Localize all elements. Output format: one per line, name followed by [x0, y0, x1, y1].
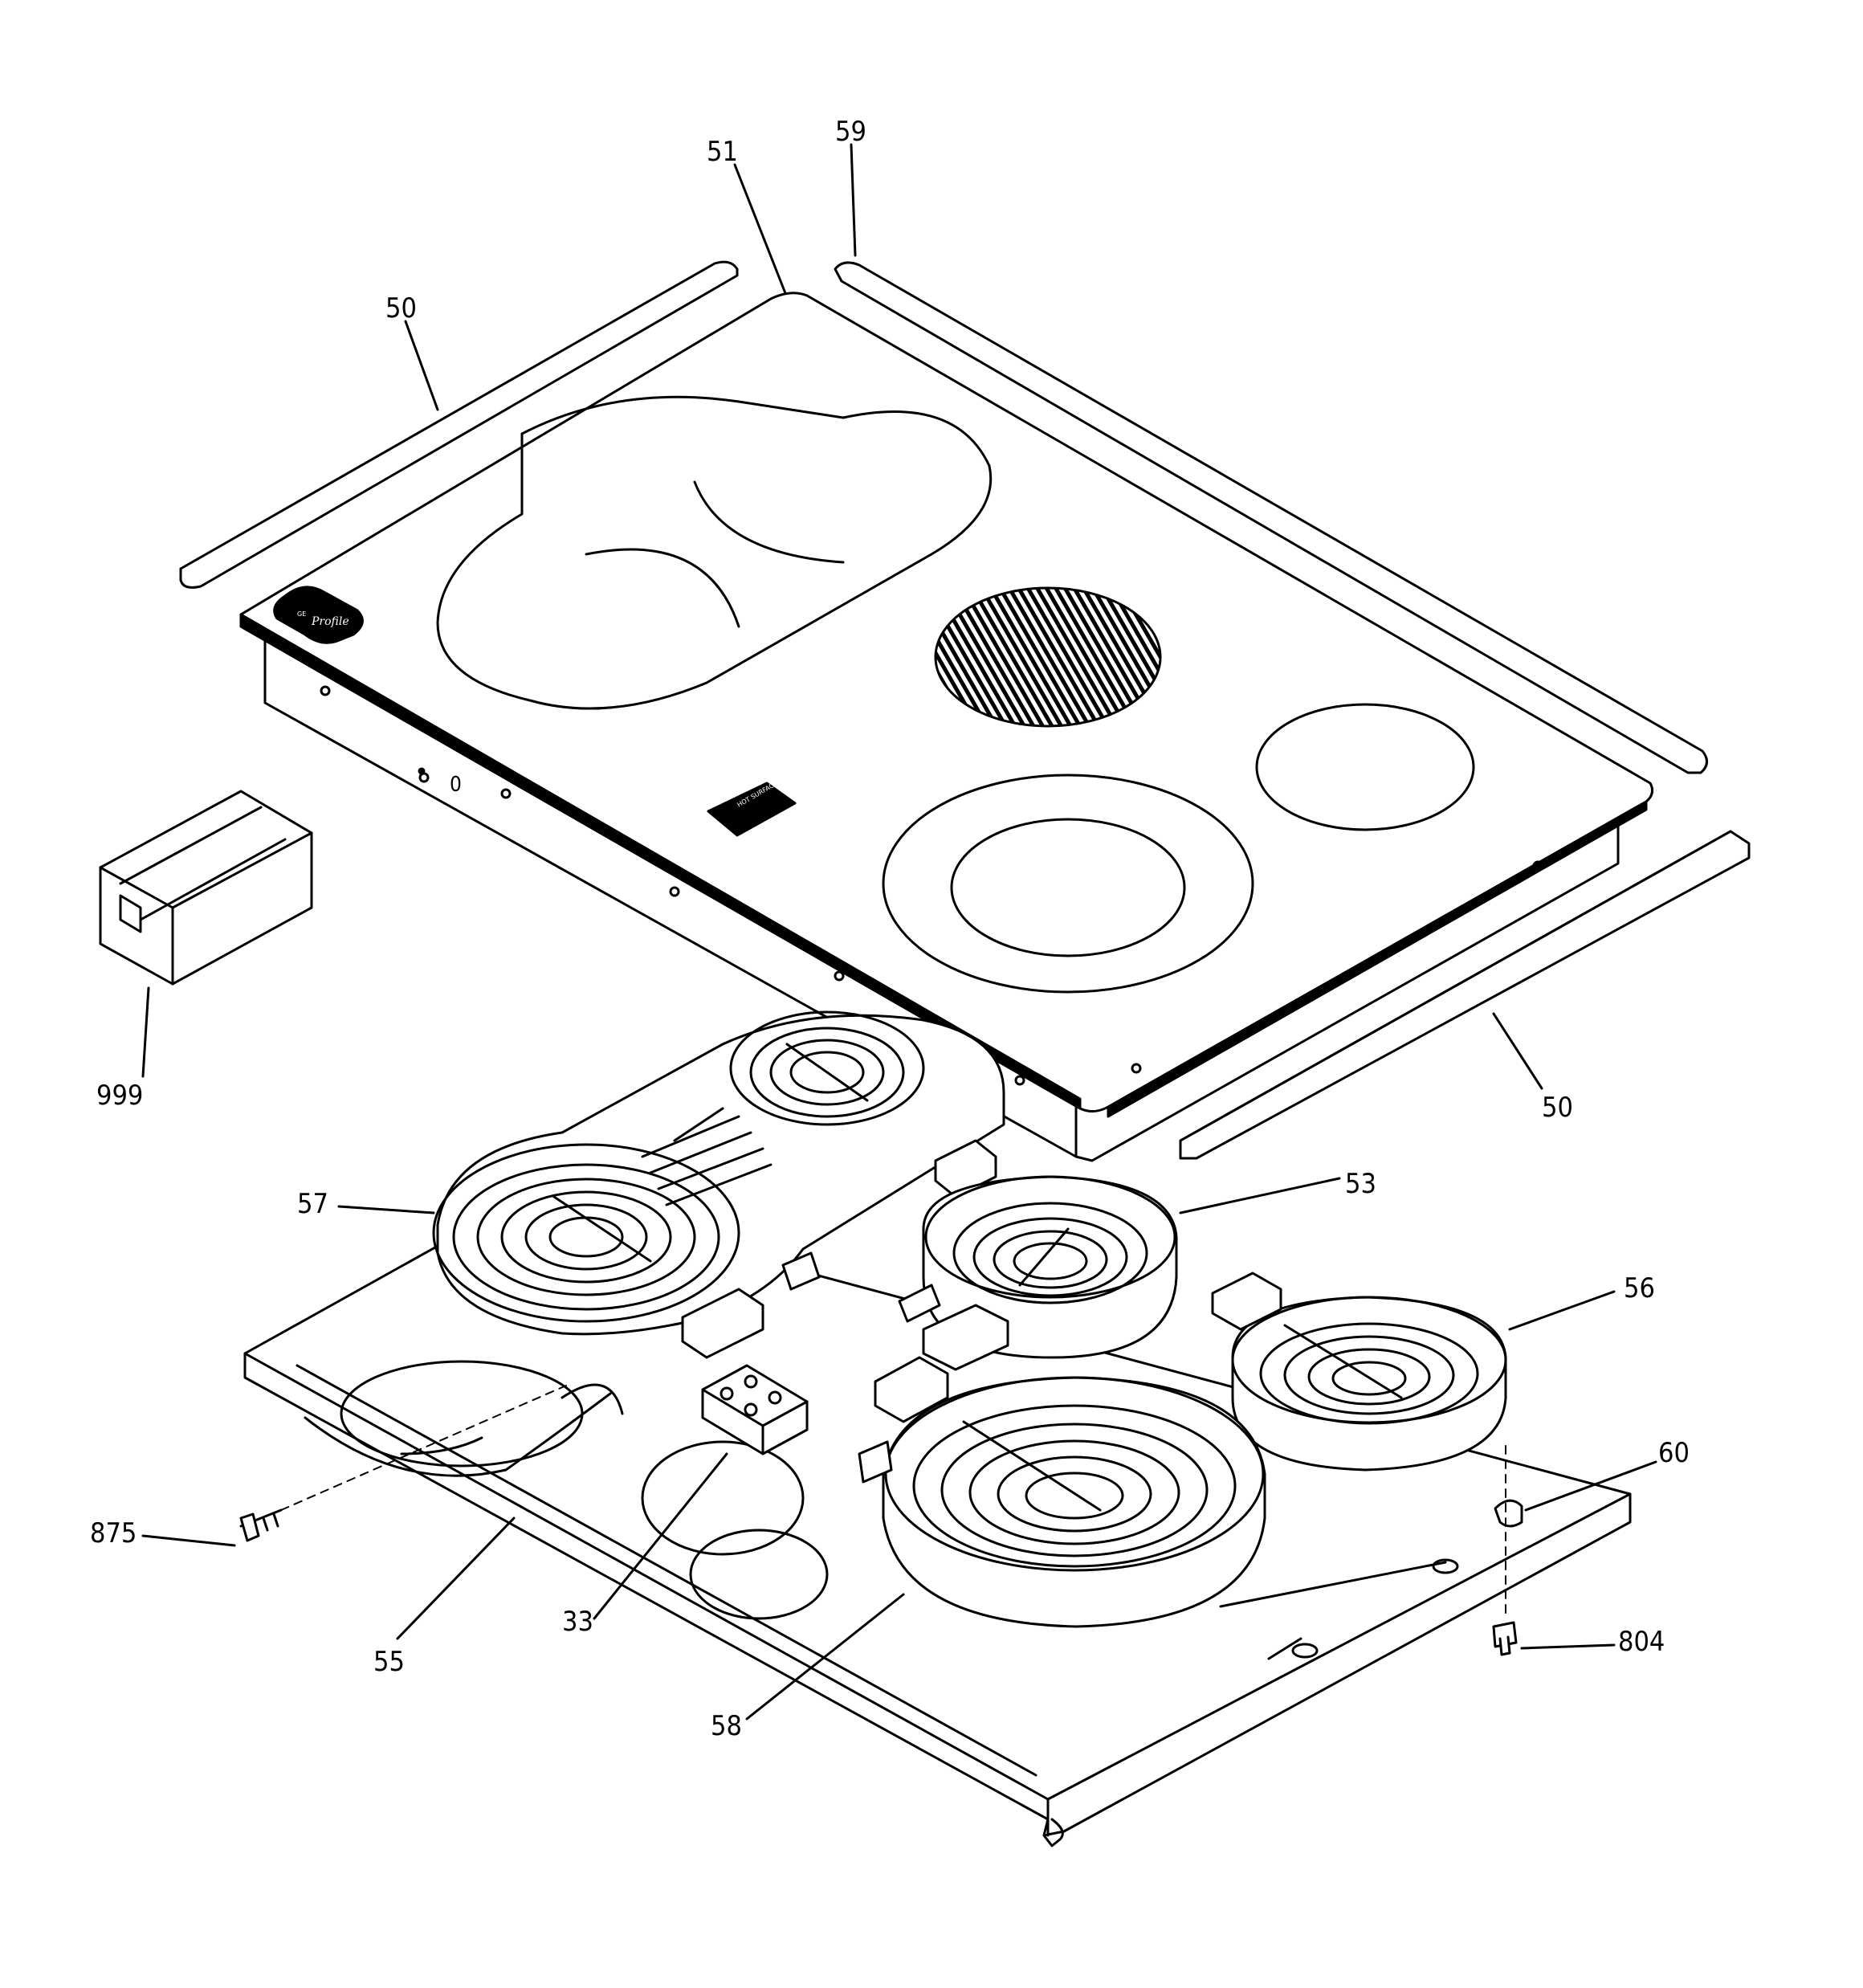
callout-55: 55 [373, 1646, 405, 1678]
trim-strip-right-bottom [1179, 830, 1751, 1160]
callout-33: 33 [562, 1606, 593, 1638]
callout-50-right: 50 [1542, 1092, 1573, 1124]
callout-51: 51 [707, 136, 738, 168]
element-53 [898, 1175, 1178, 1371]
callout-58: 58 [711, 1710, 742, 1742]
callout-875: 875 [90, 1517, 137, 1549]
bridge-element-57 [432, 1010, 1005, 1359]
brand-logo-text: Profile [311, 615, 349, 628]
callout-60: 60 [1658, 1437, 1690, 1469]
hot-surface-indicator [707, 782, 797, 837]
ge-logo-text: GE [297, 610, 306, 618]
clip-60 [1494, 1445, 1523, 1615]
trim-strip-left-top [179, 260, 739, 589]
terminal-block [701, 1364, 809, 1455]
leader-lines [141, 143, 1657, 1721]
trim-strip-right-top [834, 261, 1708, 774]
callout-50-top: 50 [385, 292, 417, 325]
callout-56: 56 [1624, 1272, 1655, 1304]
callout-57: 57 [297, 1188, 328, 1220]
screw-875 [239, 1385, 567, 1542]
glass-cooktop [239, 292, 1654, 1162]
screw-804 [1492, 1621, 1518, 1656]
callout-804: 804 [1618, 1626, 1665, 1658]
callout-53: 53 [1345, 1168, 1376, 1200]
element-56 [1211, 1272, 1507, 1472]
control-indicator-label: 0 [450, 773, 462, 797]
callout-59: 59 [835, 116, 866, 148]
radiant-grille [934, 586, 1162, 728]
callout-999: 999 [96, 1080, 143, 1112]
ge-logo-badge [273, 586, 364, 644]
callout-labels: 51 59 50 999 50 57 53 56 60 875 55 33 80… [90, 116, 1690, 1742]
element-58 [858, 1356, 1266, 1628]
carton-box [99, 790, 313, 986]
